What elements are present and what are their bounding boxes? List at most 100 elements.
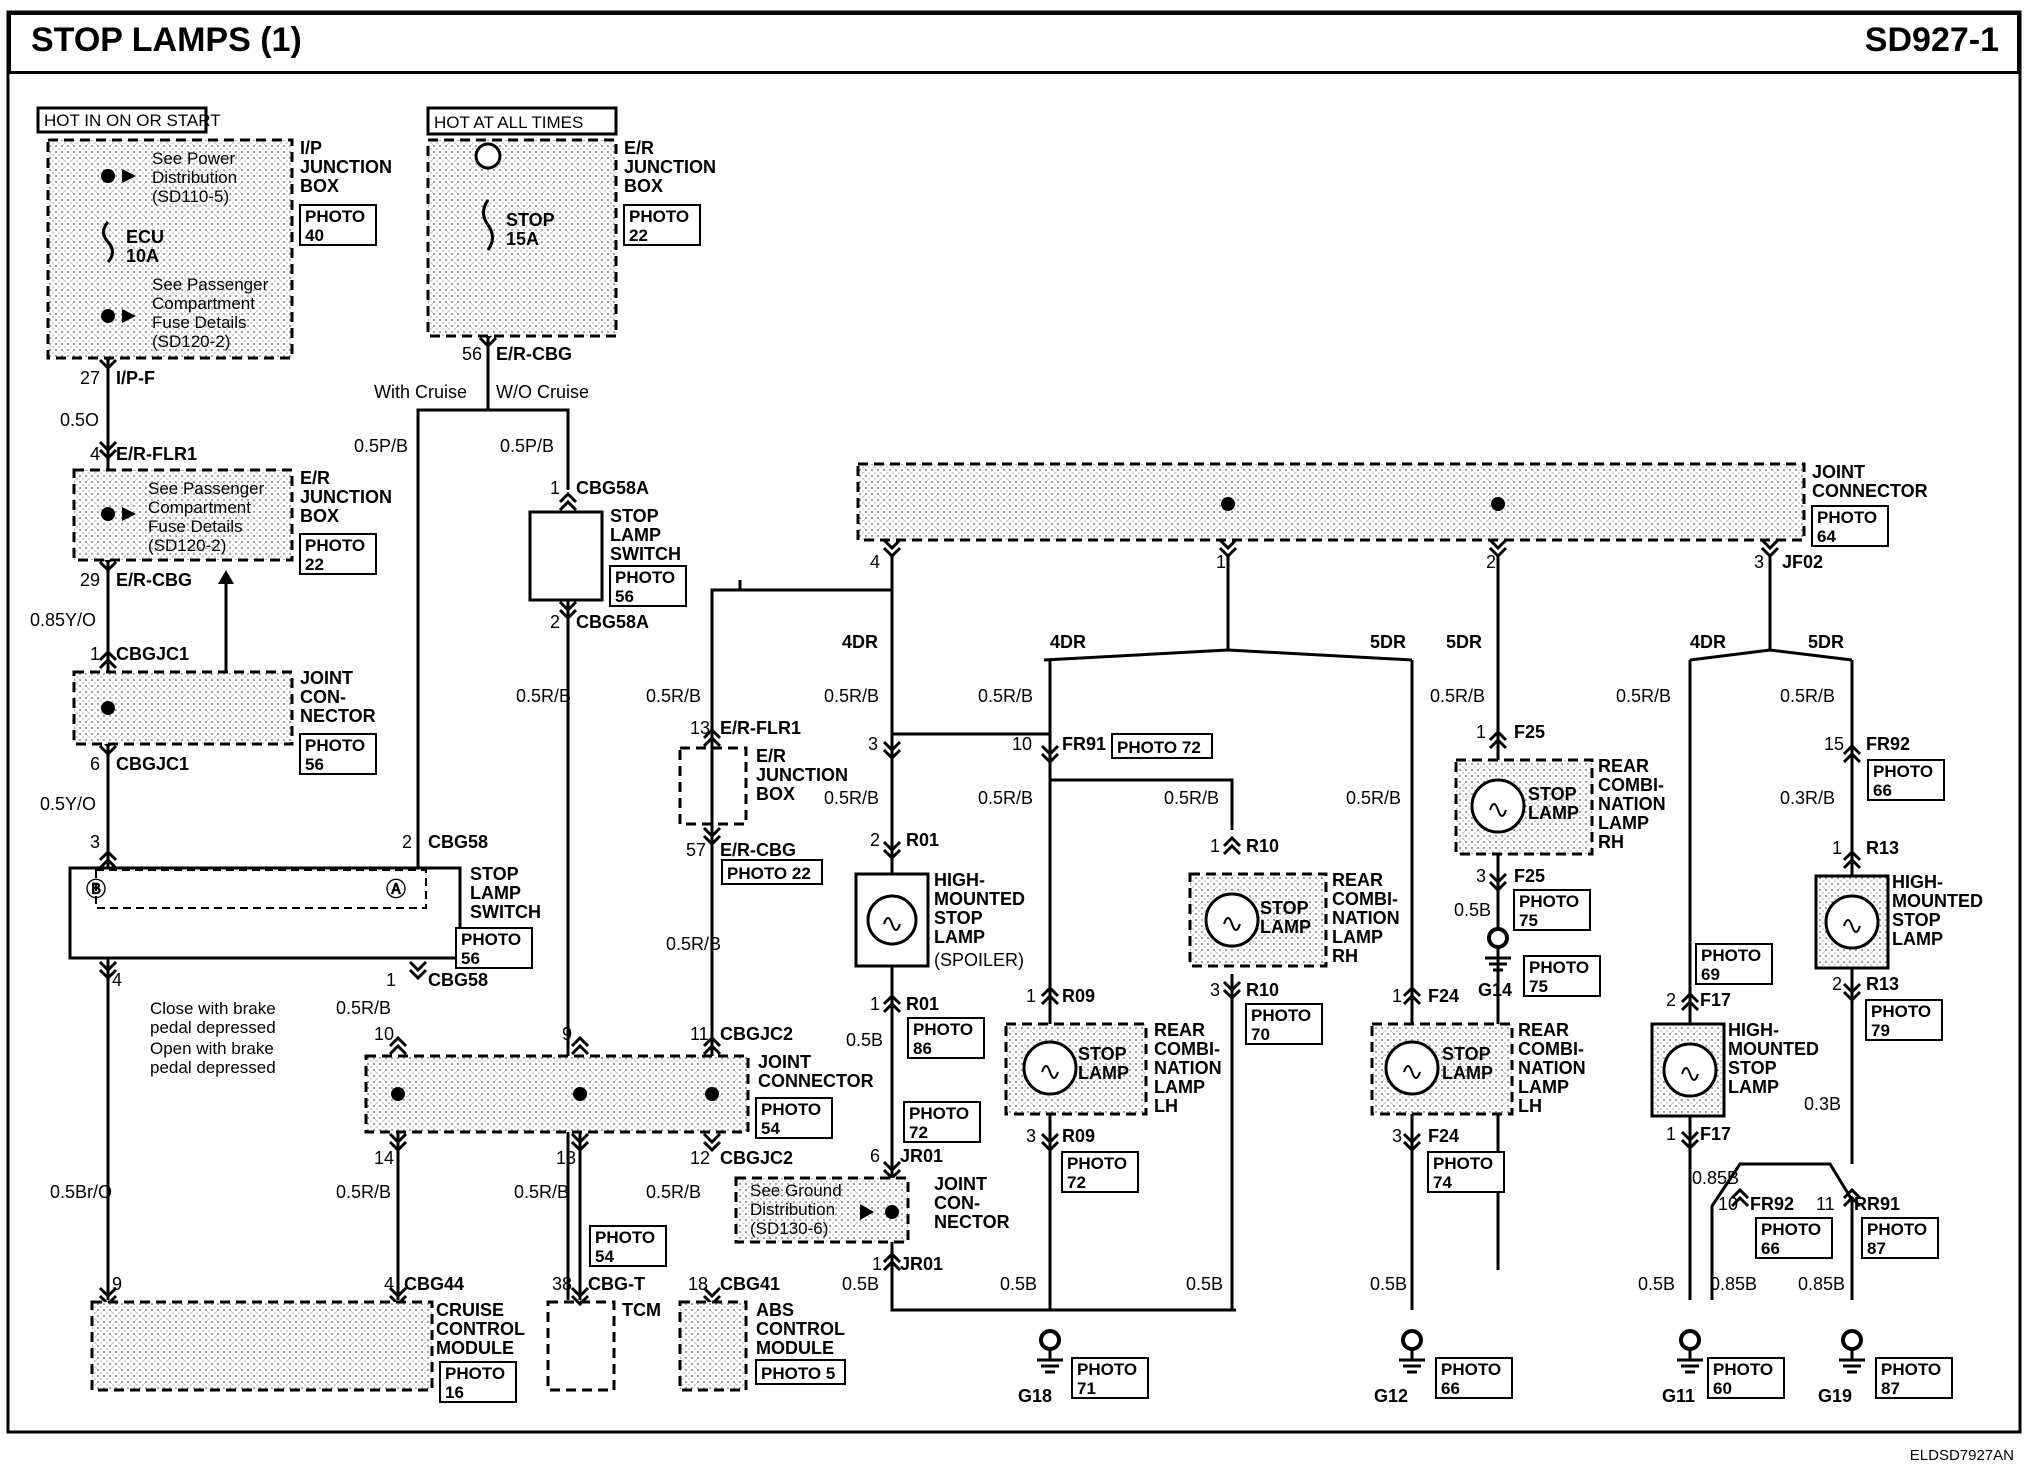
label: 10 <box>1012 734 1032 754</box>
connector-chevron <box>1040 985 1060 998</box>
ip-f-label: I/P-F <box>116 368 155 388</box>
filament-icon <box>1681 1067 1699 1081</box>
joint-connector-label: CON- <box>300 687 346 707</box>
connector-chevron <box>882 1251 902 1264</box>
connector-chevron <box>1842 1187 1862 1200</box>
photo-tag <box>1707 1357 1785 1399</box>
ip-junction-box-label: I/P <box>300 138 322 158</box>
photo-label: PHOTO <box>1713 1360 1773 1379</box>
connector-chevron <box>1842 990 1862 1003</box>
see-pass-note: Fuse Details <box>152 313 246 332</box>
connector-chevron <box>1040 744 1060 757</box>
stop-lamp-rh2: LAMP <box>1528 803 1579 823</box>
cruise-control-module <box>90 1300 434 1392</box>
connector-chevron <box>702 1132 722 1145</box>
photo-label: PHOTO <box>1871 1002 1931 1021</box>
w8: 0.5B <box>846 1030 883 1050</box>
label: 38 <box>552 1274 572 1294</box>
w1: 0.5R/B <box>336 1182 391 1202</box>
connector-chevron <box>1842 857 1862 870</box>
label: 3 <box>90 832 100 852</box>
label: 1 <box>1476 722 1486 742</box>
connector-chevron <box>1842 1195 1862 1208</box>
joint-connector-cbgjc2 <box>364 1054 750 1134</box>
cbgjc2-label-2: CBGJC2 <box>720 1148 793 1168</box>
rear-comb-rh-label: NATION <box>1332 908 1400 928</box>
cbg58-label: CBG58 <box>428 970 488 990</box>
wire-b1-split <box>1043 648 1413 662</box>
connector-chevron <box>98 657 118 670</box>
label: 11 <box>1816 1194 1835 1214</box>
photo-label: PHOTO <box>1761 1220 1821 1239</box>
hmsl-5dr-label: LAMP <box>1892 929 1943 949</box>
label: 3 <box>1392 1126 1402 1146</box>
arrow-up-icon <box>218 570 234 584</box>
photo-tag <box>1867 759 1945 801</box>
er-cbg-label: E/R-CBG <box>116 570 192 590</box>
connector-chevron <box>1680 991 1700 1004</box>
w19: 0.5R/B <box>1616 686 1671 706</box>
cbg41-label: CBG41 <box>720 1274 780 1294</box>
photo-label: PHOTO <box>909 1104 969 1123</box>
joint-connector-jf02 <box>856 462 1806 542</box>
label: 10 <box>1718 1194 1738 1214</box>
hot-at-all-times-box <box>426 106 618 136</box>
photo-tag <box>1523 955 1601 997</box>
ercbg-abs: E/R-CBG <box>720 840 796 860</box>
r10-label-2: R10 <box>1246 980 1279 1000</box>
see-power-note: (SD110-5) <box>152 187 229 206</box>
photo-tag <box>455 927 533 969</box>
connector-chevron <box>408 960 428 973</box>
label: 1 <box>1392 986 1402 1006</box>
cruise-module-label: CONTROL <box>436 1319 525 1339</box>
see-pass-note: See Passenger <box>152 275 269 294</box>
connector-chevron <box>98 358 118 371</box>
cbg58a-label: CBG58A <box>576 478 649 498</box>
wire-cross-085b <box>1710 1162 1854 1300</box>
photo-tag <box>1865 999 1943 1041</box>
rear-comb-rh2-label: RH <box>1598 832 1624 852</box>
connector-chevron <box>882 840 902 853</box>
connector-chevron <box>1680 1138 1700 1151</box>
photo-tag <box>1875 1357 1953 1399</box>
wire-05o-label: 0.5O <box>60 410 99 430</box>
w16: 0.5B <box>1370 1274 1407 1294</box>
abs-module-label: CONTROL <box>756 1319 845 1339</box>
hmsl-4dr-label: MOUNTED <box>1728 1039 1819 1059</box>
rear-comb-rh-label: COMBI- <box>1332 889 1398 909</box>
4dr-b: 4DR <box>1050 632 1086 652</box>
tcm-photo-54: 54 <box>595 1247 614 1266</box>
footer-ref: ELDSD7927AN <box>1909 1447 2014 1464</box>
r09-label: R09 <box>1062 986 1095 1006</box>
battery-terminal-icon <box>474 142 502 170</box>
label: 1 <box>90 644 100 664</box>
splice-dot <box>101 309 115 323</box>
rear-comb-lh2-label: LAMP <box>1518 1077 1569 1097</box>
connector-chevron <box>98 849 118 862</box>
splice-dot <box>573 1087 587 1101</box>
label: 1 <box>872 1254 882 1274</box>
outer-border <box>6 10 2022 1434</box>
hmsl-photo-69: 69 <box>1701 965 1720 984</box>
g19-photo: 87 <box>1881 1379 1900 1398</box>
label: 1 <box>386 970 396 990</box>
f25-label-2: F25 <box>1514 866 1545 886</box>
stop-fuse-icon <box>482 199 494 251</box>
r10-photo: 70 <box>1251 1025 1270 1044</box>
connector-chevron <box>1040 1132 1060 1145</box>
see-pass-note-2: Fuse Details <box>148 517 242 536</box>
w24: 0.5R/B <box>1780 686 1835 706</box>
cbgt-label: CBG-T <box>588 1274 645 1294</box>
label: 3 <box>868 734 878 754</box>
erflr1-label: E/R-FLR1 <box>116 444 197 464</box>
ground-g11 <box>1679 1329 1701 1351</box>
hmsl-spoiler-bulb <box>866 894 918 946</box>
photo-tag <box>755 1097 833 1139</box>
rear-comb-rh-label: RH <box>1332 946 1358 966</box>
connector-chevron <box>1488 737 1508 750</box>
photo-label: PHOTO <box>1067 1154 1127 1173</box>
hmsl-label: MOUNTED <box>934 889 1025 909</box>
photo-label: PHOTO <box>1441 1360 1501 1379</box>
note-b: pedal depressed <box>150 1058 276 1077</box>
hmsl-5dr-label: MOUNTED <box>1892 891 1983 911</box>
